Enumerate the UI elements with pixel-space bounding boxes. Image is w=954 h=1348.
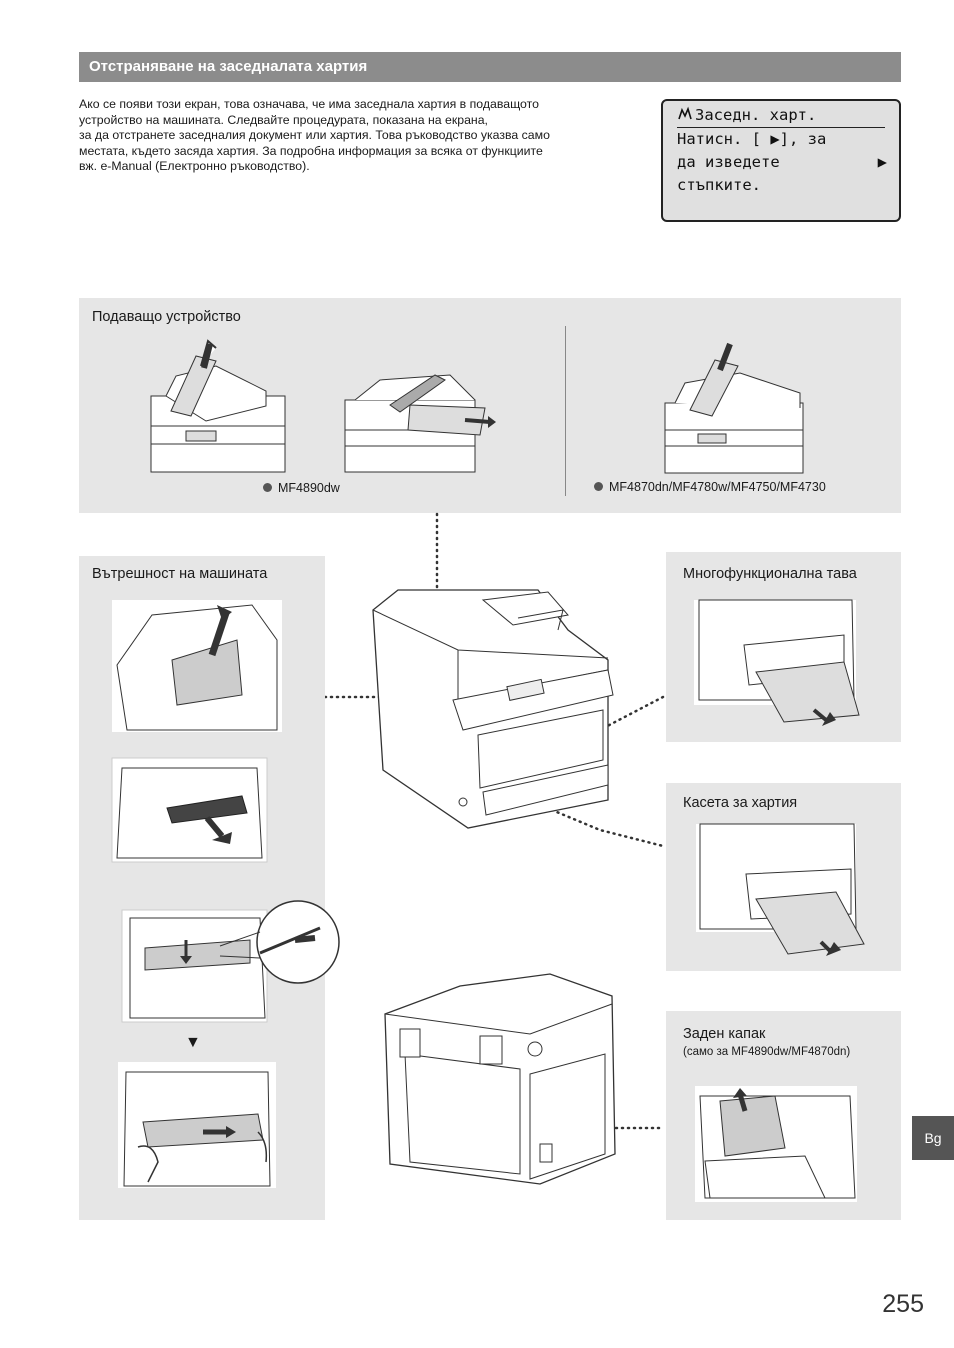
rear-cover-illustration bbox=[695, 1086, 857, 1202]
cassette-label: Касета за хартия bbox=[683, 795, 798, 811]
intro-line: за да отстранете заседналия документ или… bbox=[79, 128, 550, 143]
cassette-illustration bbox=[696, 823, 865, 956]
rear-cover-note: (само за MF4890dw/MF4870dn) bbox=[683, 1046, 851, 1058]
lcd-text-3: да изведете bbox=[677, 153, 780, 171]
page-number: 255 bbox=[882, 1290, 924, 1318]
inside-illustration-2 bbox=[111, 757, 268, 863]
divider bbox=[565, 326, 566, 496]
intro-line: Ако се появи този екран, това означава, … bbox=[79, 97, 539, 111]
rear-cover-label: Заден капак bbox=[683, 1026, 766, 1042]
lcd-line-4: стъпките. bbox=[677, 176, 761, 194]
intro-line: устройство на машината. Следвайте процед… bbox=[79, 112, 488, 127]
intro-line: местата, където засяда хартия. За подроб… bbox=[79, 143, 543, 158]
feeder-illustration-2 bbox=[344, 374, 496, 473]
model-right: MF4870dn/MF4780w/MF4750/MF4730 bbox=[594, 480, 826, 494]
bullet-icon bbox=[263, 483, 272, 492]
inside-label: Вътрешност на машината bbox=[92, 566, 268, 582]
lcd-line-3: да изведете ▶ bbox=[677, 151, 887, 174]
printer-front-illustration bbox=[372, 589, 614, 829]
lcd-line-2: Натисн. [ ▶], за bbox=[677, 130, 827, 148]
model-left-text: MF4890dw bbox=[278, 481, 340, 495]
arrow-right-icon: ▶ bbox=[877, 153, 887, 171]
mp-tray-label: Многофункционална тава bbox=[683, 566, 857, 582]
inside-illustration-3 bbox=[121, 900, 340, 1023]
model-right-text: MF4870dn/MF4780w/MF4750/MF4730 bbox=[609, 480, 826, 494]
jam-icon bbox=[678, 106, 692, 120]
feeder-illustration-1 bbox=[150, 339, 286, 473]
section-title: Отстраняване на заседналата хартия bbox=[79, 52, 901, 82]
feeder-illustration-3 bbox=[664, 342, 804, 474]
language-tab: Bg bbox=[912, 1116, 954, 1160]
inside-illustration-1 bbox=[112, 600, 282, 732]
intro-line: вж. e-Manual (Електронно ръководство). bbox=[79, 159, 310, 174]
inside-illustration-4 bbox=[118, 1062, 276, 1188]
printer-rear-illustration bbox=[384, 973, 616, 1185]
mp-tray-illustration bbox=[694, 599, 860, 726]
model-left: MF4890dw bbox=[263, 481, 340, 495]
lcd-text-1: Заседн. харт. bbox=[695, 106, 817, 124]
step-arrow-down-icon: ▼ bbox=[185, 1034, 201, 1051]
feeder-label: Подаващо устройство bbox=[92, 309, 241, 325]
intro-text: Ако се появи този екран, това означава, … bbox=[79, 97, 654, 175]
lcd-screen: Заседн. харт. Натисн. [ ▶], за да изведе… bbox=[661, 99, 901, 222]
lcd-line-1: Заседн. харт. bbox=[677, 104, 885, 128]
bullet-icon bbox=[594, 482, 603, 491]
